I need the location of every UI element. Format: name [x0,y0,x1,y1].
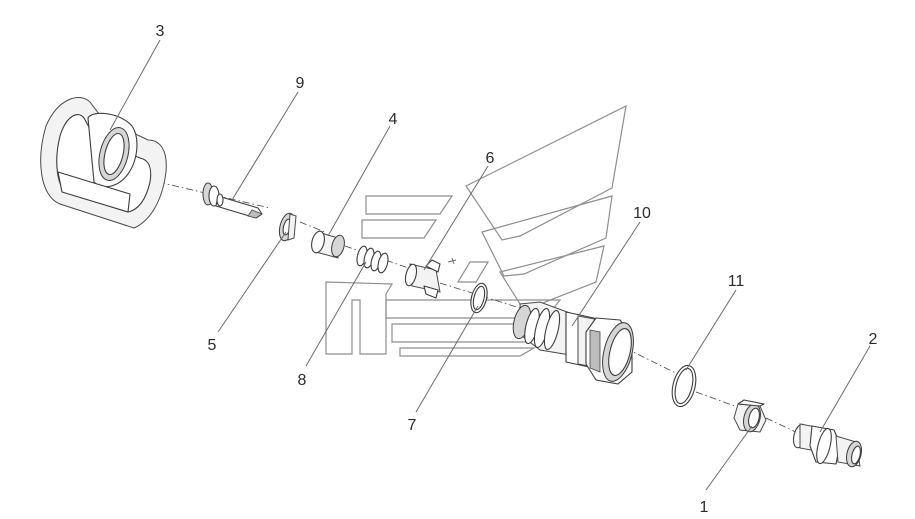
leader-7 [415,305,479,413]
part-11-o-ring [671,364,697,408]
leader-9 [231,91,299,201]
callout-10: 10 [633,205,651,222]
callout-11: 11 [728,273,745,290]
part-1-nut [733,399,767,433]
part-4-sleeve [311,230,345,259]
part-3-bracket [40,97,167,229]
leader-4 [327,125,391,237]
part-2-adapter [792,423,862,468]
leader-10 [571,221,641,327]
part-10-coupling-body [512,301,634,385]
leader-6 [423,165,489,271]
leader-8 [305,261,367,367]
callout-4: 4 [389,111,398,128]
leader-2 [819,345,871,433]
callout-2: 2 [869,331,878,348]
callout-6: 6 [486,150,495,167]
callout-8: 8 [298,372,307,389]
part-8-spring [356,245,389,274]
part-9-pin [202,182,263,219]
part-7-o-ring [470,282,488,314]
callout-7: 7 [408,417,417,434]
callout-9: 9 [296,75,305,92]
leader-lines [109,39,871,491]
leader-11 [685,289,737,371]
callout-3: 3 [156,23,165,40]
callout-labels: 3 9 4 6 10 11 2 5 8 7 1 [156,23,878,516]
leader-5 [217,231,287,333]
callout-1: 1 [700,499,709,516]
leader-1 [705,425,753,491]
part-6-valve [404,257,457,299]
callout-5: 5 [208,337,217,354]
leader-3 [109,39,161,131]
part-5-washer [278,212,297,242]
